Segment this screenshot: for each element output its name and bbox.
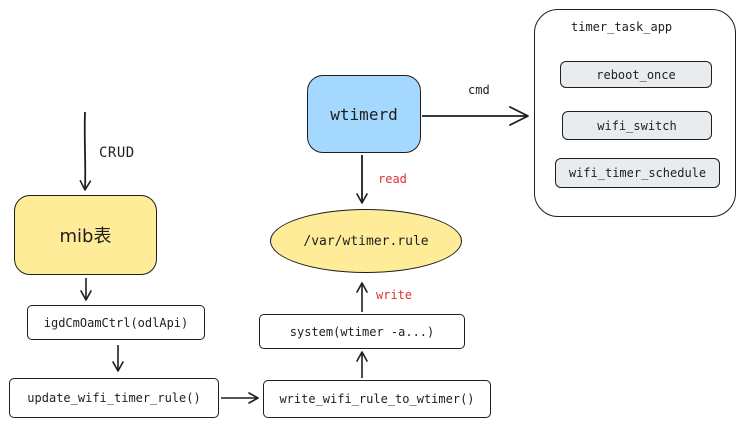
update-rule-label: update_wifi_timer_rule(): [27, 391, 201, 405]
app-item-label: wifi_timer_schedule: [568, 166, 707, 180]
write-rule-node[interactable]: write_wifi_rule_to_wtimer(): [263, 380, 491, 418]
timer-task-app-title: timer_task_app: [571, 20, 673, 34]
app-item-label: wifi_switch: [597, 118, 677, 133]
app-item-label: reboot_once: [596, 67, 676, 82]
wtimerd-label: wtimerd: [330, 104, 398, 124]
read-label: read: [378, 172, 407, 186]
app-item-wifi-timer-schedule[interactable]: wifi_timer_schedule: [555, 158, 720, 188]
rule-file-label: /var/wtimer.rule: [303, 233, 429, 249]
system-call-node[interactable]: system(wtimer -a...): [259, 314, 465, 349]
mib-table-label: mib表: [59, 226, 112, 247]
cmd-label: cmd: [468, 83, 490, 97]
igd-call-label: igdCmOamCtrl(odlApi): [43, 315, 189, 330]
rule-file-node[interactable]: /var/wtimer.rule: [270, 209, 462, 273]
crud-label: CRUD: [99, 145, 135, 161]
app-item-wifi-switch[interactable]: wifi_switch: [562, 111, 712, 140]
system-call-label: system(wtimer -a...): [289, 324, 435, 339]
write-rule-label: write_wifi_rule_to_wtimer(): [279, 392, 475, 406]
write-label: write: [376, 288, 413, 302]
wtimerd-node[interactable]: wtimerd: [307, 75, 421, 153]
igd-call-node[interactable]: igdCmOamCtrl(odlApi): [27, 305, 205, 340]
mib-table-node[interactable]: mib表: [14, 195, 157, 275]
app-item-reboot-once[interactable]: reboot_once: [560, 61, 712, 88]
update-rule-node[interactable]: update_wifi_timer_rule(): [9, 378, 219, 418]
crud-arrow: [79, 111, 92, 191]
